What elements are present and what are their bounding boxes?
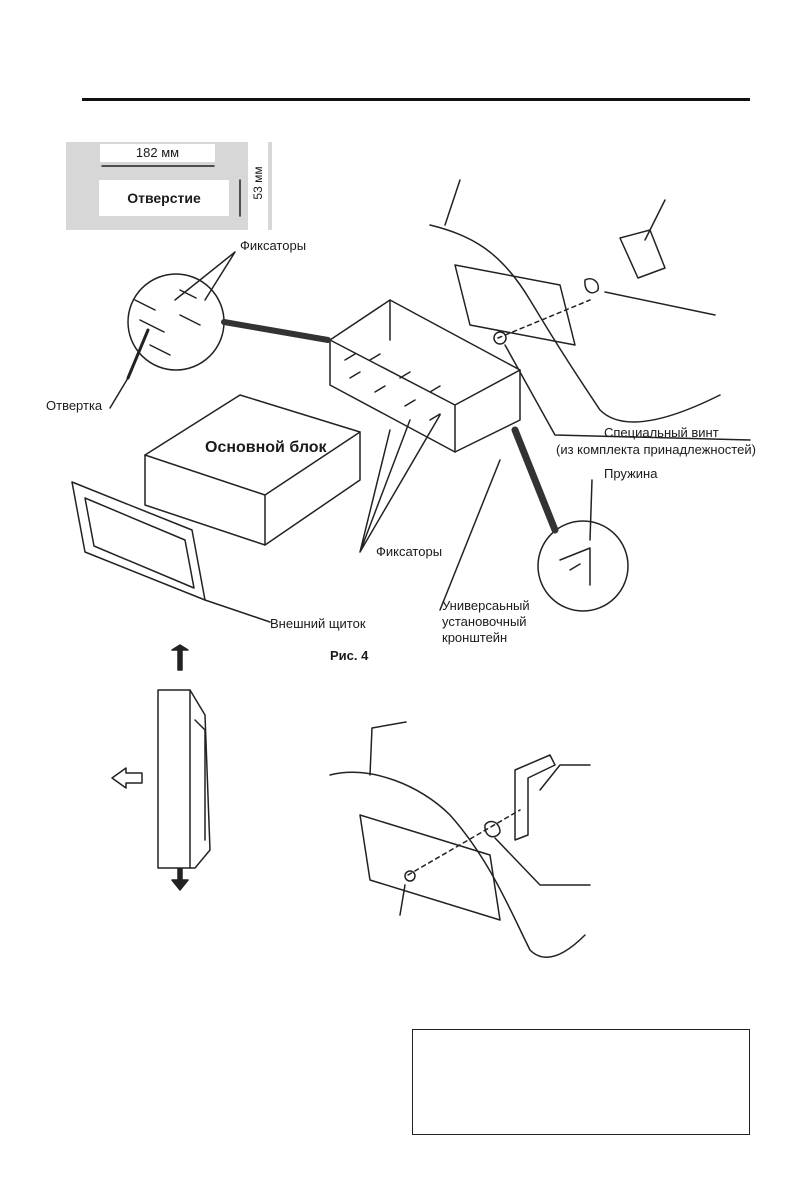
front-panel-side-view bbox=[157, 689, 211, 869]
bracket-label-line2: установочный bbox=[442, 614, 527, 629]
plastic-plug-bottom bbox=[484, 820, 501, 838]
special-screw-note: (из комплекта принадлежностей) bbox=[556, 442, 756, 457]
bracket-label: Универсаьный установочный кронштейн bbox=[442, 598, 530, 646]
dashboard-leader-top bbox=[444, 179, 461, 226]
screw-dashed-line-bottom bbox=[407, 809, 521, 876]
arrow-left-icon bbox=[111, 767, 143, 789]
figure-caption: Рис. 4 bbox=[330, 648, 369, 663]
clip-leader bbox=[644, 199, 666, 241]
spring-leader bbox=[589, 479, 593, 541]
screwdriver-shaft bbox=[126, 328, 150, 380]
arrow-up-icon bbox=[171, 644, 189, 671]
screwdriver-leader bbox=[109, 377, 129, 409]
plug-leader bbox=[604, 291, 716, 316]
bracket-label-line1: Универсаьный bbox=[442, 598, 530, 613]
mounting-clip bbox=[619, 229, 666, 279]
spring-detail-circle bbox=[537, 520, 629, 612]
outer-panel-label: Внешний щиток bbox=[270, 616, 366, 631]
latches-bottom-label: Фиксаторы bbox=[376, 544, 443, 559]
metal-strap bbox=[514, 754, 556, 841]
outer-panel-leader bbox=[204, 599, 271, 623]
header-rule bbox=[82, 98, 750, 101]
plug-leader-bottom bbox=[494, 837, 591, 886]
special-screw-bottom bbox=[404, 870, 416, 882]
detail-pointer-bottom bbox=[511, 426, 559, 534]
detail-pointer-top bbox=[221, 319, 331, 343]
arrow-down-icon bbox=[171, 861, 189, 891]
sleeve-latch-tabs bbox=[344, 353, 441, 421]
note-box bbox=[412, 1029, 750, 1135]
latch-detail-lines bbox=[134, 289, 201, 356]
main-unit-body bbox=[144, 394, 361, 546]
bracket-label-line3: кронштейн bbox=[442, 630, 508, 645]
opening-width-label: 182 мм bbox=[100, 144, 215, 162]
special-screw-label: Специальный винт bbox=[604, 425, 719, 440]
plastic-plug bbox=[584, 278, 600, 294]
strap-leader bbox=[539, 764, 591, 791]
sleeve-edges bbox=[329, 299, 521, 453]
dashboard-edge-top bbox=[429, 224, 721, 423]
bracket-leader bbox=[439, 459, 501, 611]
dashboard-leader-bottom bbox=[369, 721, 407, 776]
spring-label: Пружина bbox=[604, 466, 658, 481]
screw-leader-bottom bbox=[399, 884, 406, 916]
mounting-sleeve bbox=[329, 299, 521, 453]
dashboard-edge-bottom bbox=[329, 771, 586, 958]
main-unit-edges bbox=[144, 431, 361, 546]
dashboard-opening-bottom bbox=[359, 814, 501, 921]
latches-top-label: Фиксаторы bbox=[240, 238, 307, 253]
latches-top-leader bbox=[174, 251, 236, 301]
special-screw bbox=[493, 331, 507, 345]
dashboard-opening-top bbox=[454, 264, 576, 346]
screwdriver-label: Отвертка bbox=[46, 398, 103, 413]
opening-label: Отверстие bbox=[99, 180, 229, 216]
opening-height-strip: 53 мм bbox=[248, 142, 268, 230]
screw-dashed-line bbox=[497, 299, 591, 339]
outer-panel-inner bbox=[84, 497, 195, 589]
special-screw-leader bbox=[504, 344, 751, 441]
latches-bottom-leader bbox=[359, 414, 441, 553]
front-panel-edges bbox=[189, 689, 206, 869]
main-unit-label: Основной блок bbox=[205, 439, 327, 456]
spring-detail-lines bbox=[559, 547, 591, 586]
